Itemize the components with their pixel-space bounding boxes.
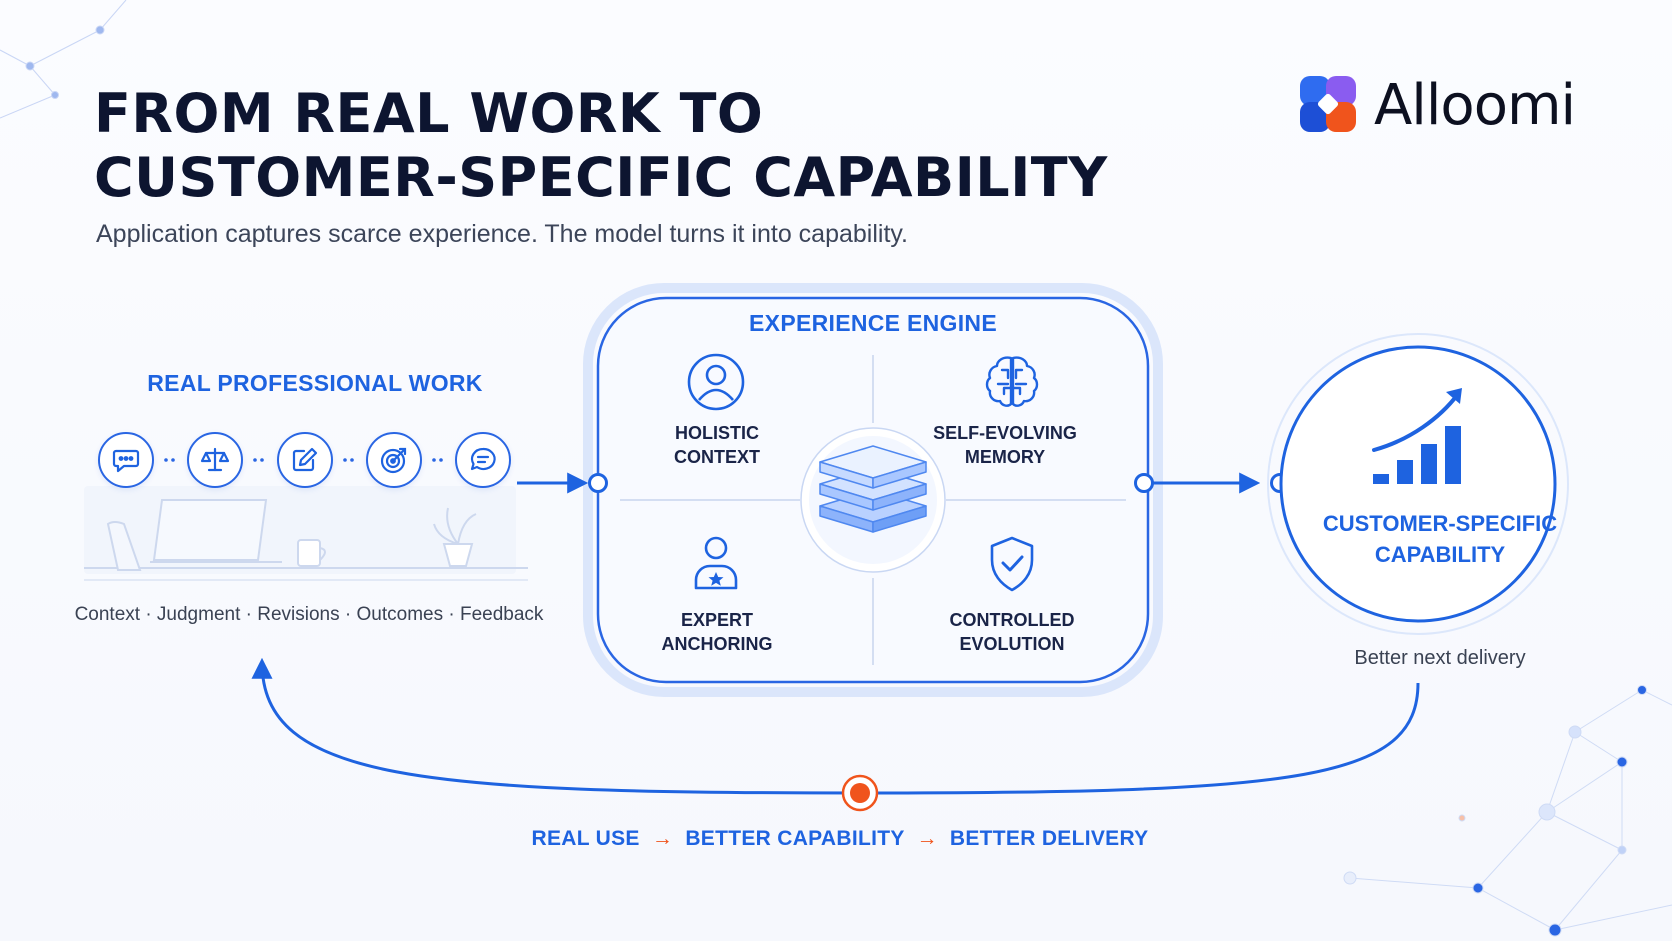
desk-illustration bbox=[84, 486, 528, 581]
experience-engine-title: EXPERIENCE ENGINE bbox=[749, 310, 997, 336]
quadrant-holistic-context: HOLISTIC CONTEXT bbox=[617, 421, 817, 469]
quadrant-self-evolving-memory: SELF-EVOLVING MEMORY bbox=[905, 421, 1105, 469]
chat-bubble-icon bbox=[98, 432, 154, 488]
feedback-loop-label: REAL USE → BETTER CAPABILITY → BETTER DE… bbox=[480, 827, 1200, 851]
quadrant-expert-anchoring: EXPERT ANCHORING bbox=[617, 608, 817, 656]
brand-logo: Alloomi bbox=[1296, 72, 1576, 138]
loop-step-real-use: REAL USE bbox=[531, 827, 640, 850]
loop-active-node bbox=[841, 774, 879, 812]
quadrant-label-line: SELF-EVOLVING bbox=[933, 423, 1077, 443]
loop-arrow-icon: → bbox=[651, 827, 674, 850]
quadrant-label-line: EVOLUTION bbox=[959, 634, 1065, 654]
quadrant-label-line: CONTEXT bbox=[673, 447, 760, 467]
capability-label-line: CUSTOMER-SPECIFIC bbox=[1322, 511, 1558, 536]
network-decoration-top-left bbox=[0, 0, 127, 119]
scale-icon bbox=[187, 432, 243, 488]
shield-check-icon bbox=[990, 536, 1034, 592]
loop-step-better-capability: BETTER CAPABILITY bbox=[685, 827, 905, 850]
loop-arrow-icon: → bbox=[916, 827, 938, 850]
quadrant-label-line: HOLISTIC bbox=[675, 423, 759, 443]
brand-name: Alloomi bbox=[1374, 72, 1576, 138]
expert-icon bbox=[694, 536, 738, 590]
capability-circle bbox=[1267, 333, 1569, 635]
title-line-2: CUSTOMER-SPECIFIC CAPABILITY bbox=[94, 146, 1108, 209]
capability-label: CUSTOMER-SPECIFIC CAPABILITY bbox=[1310, 508, 1570, 570]
edit-icon bbox=[277, 432, 333, 488]
message-icon bbox=[455, 432, 511, 488]
capability-label-line: CAPABILITY bbox=[1374, 542, 1506, 567]
quadrant-label-line: MEMORY bbox=[964, 447, 1046, 467]
real-work-title: REAL PROFESSIONAL WORK bbox=[147, 370, 483, 396]
real-work-caption: Context · Judgment · Revisions · Outcome… bbox=[74, 604, 544, 625]
quadrant-label-line: CONTROLLED bbox=[949, 610, 1075, 630]
page-title: FROM REAL WORK TO CUSTOMER-SPECIFIC CAPA… bbox=[94, 82, 1108, 210]
quadrant-label-line: EXPERT bbox=[680, 610, 754, 630]
quadrant-controlled-evolution: CONTROLLED EVOLUTION bbox=[912, 608, 1112, 656]
layers-icon bbox=[819, 445, 927, 533]
title-line-1: FROM REAL WORK TO bbox=[94, 82, 764, 145]
loop-step-better-delivery: BETTER DELIVERY bbox=[949, 827, 1149, 850]
growth-chart-icon bbox=[1372, 388, 1462, 484]
user-icon bbox=[687, 353, 745, 411]
capability-caption: Better next delivery bbox=[1354, 647, 1526, 669]
network-decoration-bottom-right bbox=[1343, 685, 1672, 937]
page-subtitle: Application captures scarce experience. … bbox=[96, 220, 908, 248]
work-icon-connectors bbox=[164, 458, 443, 462]
target-icon bbox=[366, 432, 422, 488]
brain-icon bbox=[985, 356, 1039, 407]
brand-logo-icon bbox=[1300, 76, 1356, 132]
quadrant-label-line: ANCHORING bbox=[661, 634, 773, 654]
